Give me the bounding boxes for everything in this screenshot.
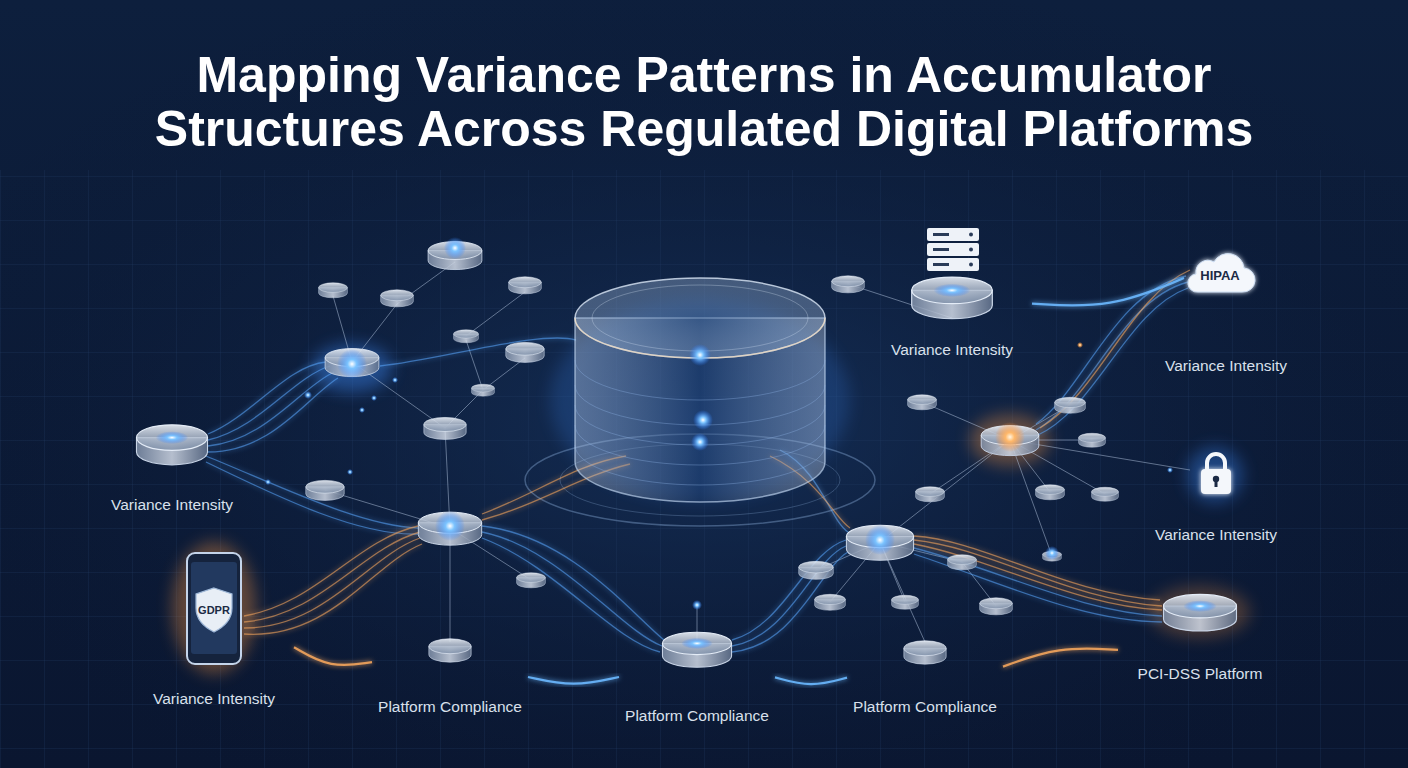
flow-connector (528, 677, 619, 684)
disk-node: Platform Compliance (847, 638, 1003, 718)
disk-node: Platform Compliance (372, 636, 528, 718)
free-label: Variance Intensity (1126, 357, 1326, 375)
small-accumulators (306, 242, 1119, 615)
node-label: Platform Compliance (847, 698, 1003, 716)
disk-node: Platform Compliance (619, 628, 775, 726)
disk-glow (681, 638, 713, 649)
phone-node: GDPR Variance Intensity (134, 552, 294, 712)
disk-top (429, 639, 471, 654)
server-icon (927, 228, 979, 271)
glow-points (265, 237, 1173, 610)
disk-shape (661, 628, 733, 670)
blue-data-flows (206, 276, 1188, 652)
lock-keyhole (1215, 480, 1218, 487)
cloud-node: HIPAA (1184, 250, 1256, 294)
disk-node: Variance Intensity (872, 272, 1032, 362)
node-label: Variance Intensity (134, 690, 294, 708)
thin-links (325, 262, 1190, 642)
flow-connector (775, 677, 847, 684)
grid (0, 170, 1408, 768)
orange-data-flows (244, 270, 1190, 634)
disk-top (662, 632, 731, 654)
disk-node: Variance Intensity (92, 420, 252, 516)
disk-shape (1162, 590, 1238, 634)
disk-top (912, 277, 993, 304)
central-accumulator (525, 278, 875, 526)
diagram-title: Mapping Variance Patterns in Accumulator… (114, 48, 1294, 156)
node-label: Platform Compliance (372, 698, 528, 716)
node-label: Platform Compliance (619, 707, 775, 725)
disk-glow (156, 431, 189, 444)
disk-glow (934, 284, 971, 297)
lock-node: Variance Intensity (1136, 448, 1296, 546)
disk-top (904, 641, 946, 656)
flow-connector (1032, 278, 1184, 305)
flow-connector (1003, 649, 1118, 667)
node-label: Variance Intensity (872, 341, 1032, 359)
node-label: GDPR (134, 601, 294, 619)
disk-shape (428, 636, 472, 664)
node-label: Variance Intensity (92, 496, 252, 514)
disk-top (1164, 594, 1237, 617)
disk-shape (135, 420, 209, 468)
disk-shape (903, 638, 947, 666)
flow-connector (294, 647, 372, 665)
lock-shape (1194, 448, 1238, 496)
disk-glow (1183, 600, 1216, 612)
lock-body (1201, 469, 1231, 494)
node-label: Variance Intensity (1136, 526, 1296, 544)
lock-shackle (1207, 454, 1225, 470)
disk-node: PCI-DSS Platform (1118, 590, 1282, 686)
disk-shape (910, 272, 994, 322)
node-label: HIPAA (1184, 267, 1256, 285)
disk-top (136, 425, 207, 451)
node-label: PCI-DSS Platform (1118, 665, 1282, 683)
